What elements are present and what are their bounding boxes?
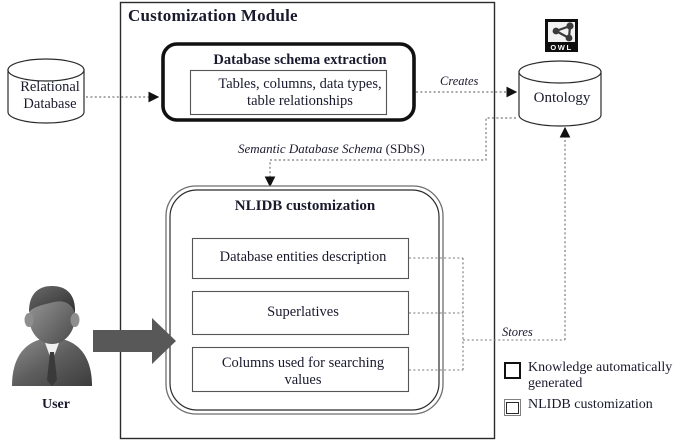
legend-item-nlidb: NLIDB customization	[504, 397, 700, 417]
nlidb-item-label-1: Database entities description	[219, 249, 387, 265]
edge-sdbs	[264, 117, 516, 188]
edge-label-stores: Stores	[502, 325, 533, 339]
schema-extraction-title: Database schema extraction	[213, 52, 387, 68]
schema-extraction-inner-box	[189, 69, 388, 116]
legend-item-knowledge: Knowledge automatically generated	[504, 360, 700, 391]
user-avatar-icon	[6, 286, 98, 398]
relational-database-label: Relational Database	[20, 79, 80, 112]
nlidb-item-label-3: Columns used for searching values	[221, 355, 385, 388]
sdbs-plain-part: (SDbS)	[382, 141, 425, 156]
edge-label-sdbs: Semantic Database Schema (SDbS)	[238, 141, 488, 157]
module-frame	[119, 1, 496, 440]
nlidb-item-box-3	[191, 346, 410, 393]
nlidb-item-box-1	[191, 237, 410, 280]
edge-stores-bus	[409, 257, 565, 371]
user-input-arrow	[93, 318, 176, 364]
legend-swatch-thick-square	[504, 362, 521, 379]
legend-label-knowledge: Knowledge automatically generated	[528, 360, 673, 391]
sdbs-italic-part: Semantic Database Schema	[238, 141, 383, 156]
nlidb-item-box-2	[191, 290, 410, 336]
owl-logo-icon: OWL	[545, 19, 578, 52]
relational-database-cylinder	[7, 58, 85, 124]
module-title: Customization Module	[128, 6, 298, 25]
nlidb-box-inner	[169, 189, 440, 411]
edge-label-creates: Creates	[440, 74, 479, 88]
nlidb-item-label-2: Superlatives	[267, 304, 339, 320]
svg-text:OWL: OWL	[550, 43, 572, 52]
legend: Knowledge automatically generated NLIDB …	[504, 360, 700, 422]
ontology-cylinder	[518, 60, 602, 127]
legend-label-nlidb: NLIDB customization	[528, 397, 653, 413]
user-label: User	[42, 397, 70, 412]
legend-swatch-double-square	[504, 399, 521, 417]
schema-extraction-body: Tables, columns, data types, table relat…	[218, 76, 382, 109]
nlidb-title: NLIDB customization	[234, 198, 376, 214]
ontology-label: Ontology	[533, 90, 591, 106]
